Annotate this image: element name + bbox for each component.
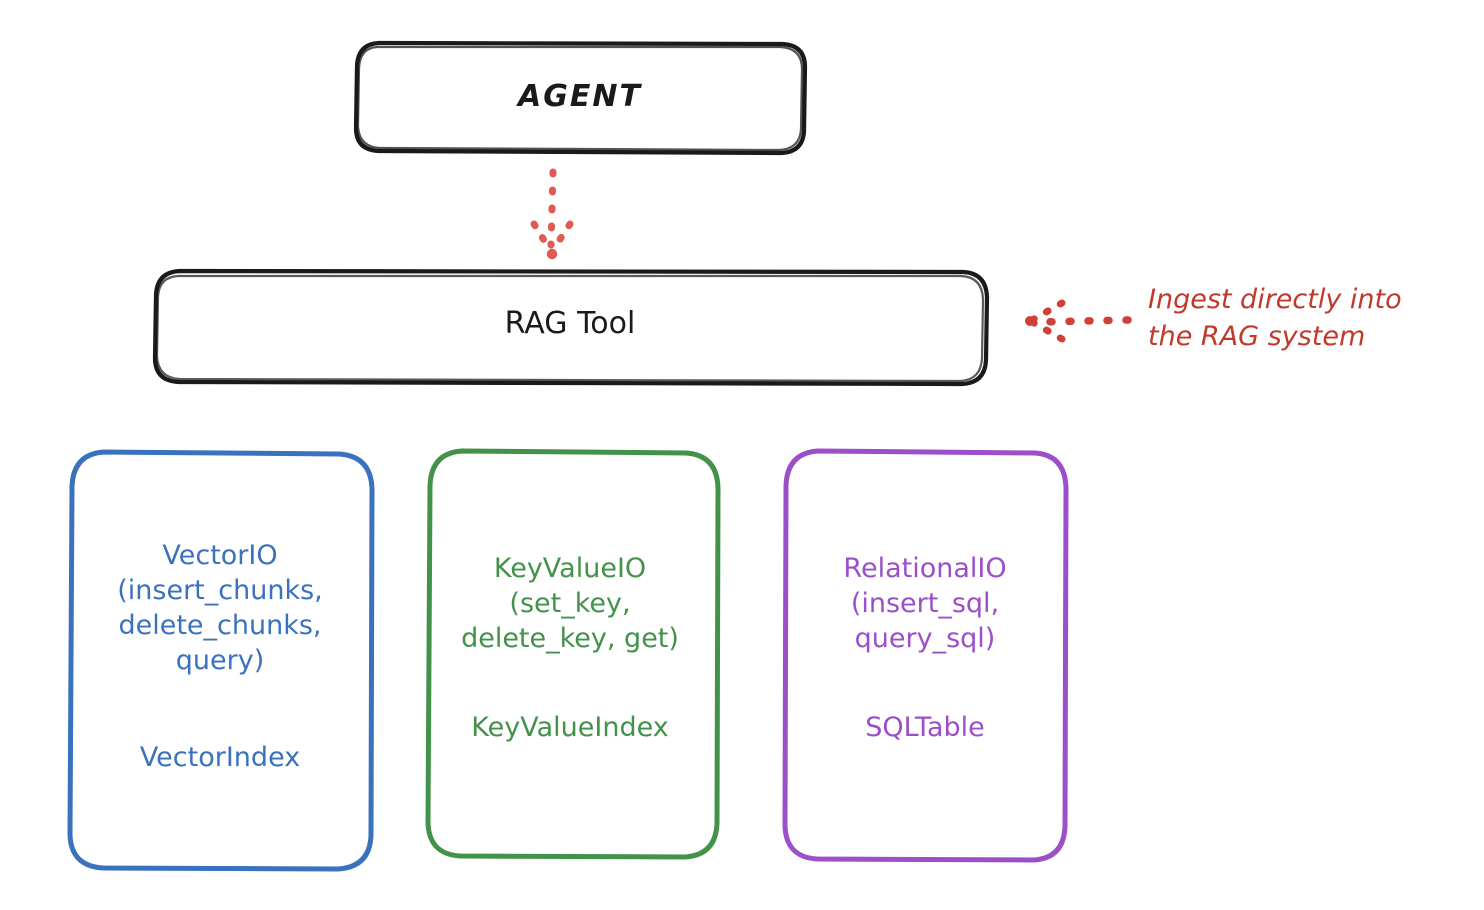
rag-tool-node-shape[interactable]	[152, 268, 990, 387]
keyvalue-store-api-label: KeyValueIO (set_key, delete_key, get)	[461, 553, 679, 655]
agent-node-shape[interactable]	[353, 40, 808, 156]
vector-store-index-label: VectorIndex	[139, 742, 301, 773]
keyvalue-store-node-shape[interactable]	[425, 448, 721, 860]
agent-to-ragtool-arrow	[530, 168, 574, 260]
keyvalue-store-index-label: KeyValueIndex	[471, 712, 669, 743]
relational-store-api-label: RelationalIO (insert_sql, query_sql)	[843, 553, 1007, 655]
vector-store-api-label: VectorIO (insert_chunks, delete_chunks, …	[117, 540, 323, 677]
relational-store-node-shape[interactable]	[782, 448, 1069, 863]
annotation-to-ragtool-arrow	[1025, 299, 1132, 343]
relational-store-index-label: SQLTable	[865, 712, 985, 743]
vector-store-node-shape[interactable]	[67, 449, 375, 872]
